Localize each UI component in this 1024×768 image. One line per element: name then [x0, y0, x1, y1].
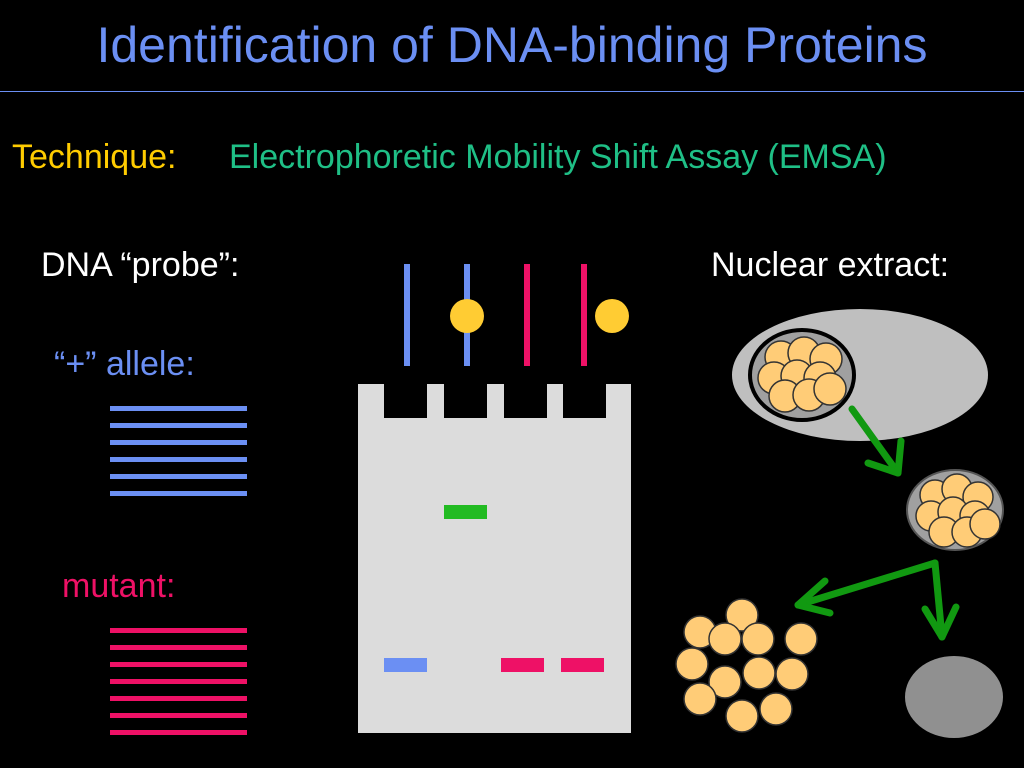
lane-2-bound-protein [450, 299, 484, 333]
isolated-nucleus [906, 469, 1004, 551]
extract-arrowhead [794, 577, 834, 617]
gel-slab [358, 384, 631, 733]
wildtype-probe-stack [110, 406, 247, 496]
lane-4-bound-protein [595, 299, 629, 333]
wildtype-probe-line [110, 491, 247, 496]
process-arrows [794, 405, 960, 641]
lane-1-probe [404, 264, 410, 366]
pellet-arrowhead [921, 603, 960, 641]
dna-probe-heading: DNA “probe”: [41, 246, 240, 284]
technique-label: Technique: [12, 138, 177, 176]
lane-4-probe [581, 264, 587, 366]
lane-3-free-probe-band [501, 658, 544, 672]
nucleus-chromatin [757, 336, 847, 413]
lane-1-free-probe-band [384, 658, 427, 672]
title-divider [0, 91, 1024, 92]
wildtype-allele-label: “+” allele: [54, 345, 195, 383]
isolated-nucleus-chromatin [915, 473, 1001, 548]
cell [732, 309, 988, 441]
nuclear-debris-pellet [905, 656, 1003, 738]
extract-arrow [794, 559, 939, 609]
wildtype-probe-line [110, 440, 247, 445]
slide-title: Identification of DNA-binding Proteins [96, 17, 928, 73]
technique-name: Electrophoretic Mobility Shift Assay (EM… [229, 138, 887, 176]
lane-2-shifted-band [444, 505, 487, 519]
nuclear-extract-heading: Nuclear extract: [711, 246, 950, 284]
mutant-probe-line [110, 628, 247, 633]
mutant-probe-line [110, 696, 247, 701]
isolate-nucleus-arrow [848, 405, 902, 477]
wildtype-probe-line [110, 406, 247, 411]
mutant-probe-stack [110, 628, 247, 735]
mutant-probe-line [110, 713, 247, 718]
lane-probes [404, 264, 629, 366]
wildtype-probe-line [110, 423, 247, 428]
mutant-probe-line [110, 730, 247, 735]
mutant-probe-line [110, 662, 247, 667]
mutant-allele-label: mutant: [62, 567, 176, 605]
nuclear-extract-contents [675, 598, 818, 733]
pellet-arrow [931, 559, 946, 641]
wildtype-probe-line [110, 457, 247, 462]
mutant-probe-line [110, 645, 247, 650]
isolate-nucleus-arrowhead [864, 437, 905, 477]
wildtype-probe-line [110, 474, 247, 479]
lane-4-free-probe-band [561, 658, 604, 672]
mutant-probe-line [110, 679, 247, 684]
lane-3-probe [524, 264, 530, 366]
